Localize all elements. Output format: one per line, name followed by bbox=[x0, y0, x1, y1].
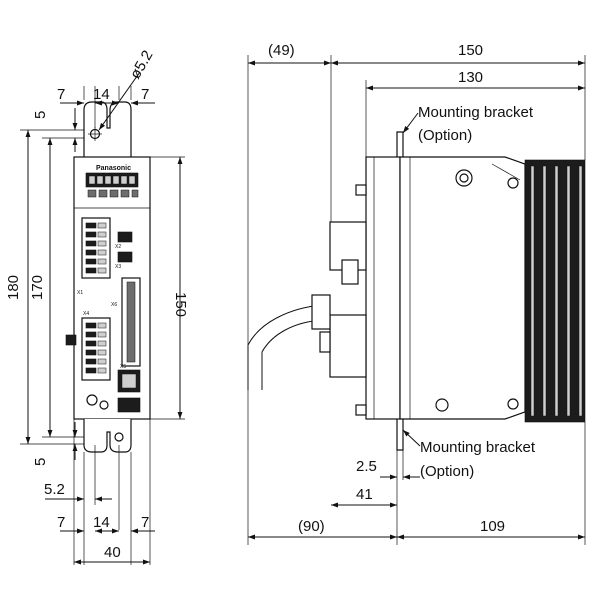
dim-hole-diameter: ø5.2 bbox=[127, 48, 157, 82]
dim-bottom-14: 14 bbox=[93, 514, 110, 531]
dim-top-7-right: 7 bbox=[141, 86, 149, 103]
dim-cable-90: (90) bbox=[298, 518, 325, 535]
port-label-x4: X4 bbox=[83, 311, 89, 317]
front-keypad bbox=[87, 189, 139, 198]
dim-top-7-left: 7 bbox=[57, 86, 65, 103]
side-front-panel bbox=[365, 156, 401, 420]
dim-height-180: 180 bbox=[5, 275, 22, 300]
dim-cable-49: (49) bbox=[268, 42, 295, 59]
label-top-bracket: Mounting bracket bbox=[418, 104, 534, 121]
bottom-hole-icon bbox=[114, 432, 124, 442]
dim-bracket-2-5: 2.5 bbox=[356, 458, 377, 475]
dim-front-height-150: 150 bbox=[172, 292, 189, 317]
port-label-x3: X3 bbox=[115, 264, 121, 270]
dim-depth-130: 130 bbox=[458, 69, 483, 86]
dim-depth-109: 109 bbox=[480, 518, 505, 535]
dim-bottom-5: 5 bbox=[32, 458, 49, 466]
bottom-bracket-shape bbox=[396, 419, 404, 451]
top-bracket-shape bbox=[396, 131, 404, 157]
top-mounting-tab bbox=[83, 101, 132, 158]
dim-top-14: 14 bbox=[93, 86, 110, 103]
connector-x4 bbox=[81, 317, 111, 381]
port-label-x2: X2 bbox=[115, 244, 121, 250]
side-housing bbox=[399, 156, 526, 420]
front-view: Panasonic bbox=[5, 48, 189, 565]
side-view: (49) 150 130 Mounting bracket (Option) M… bbox=[247, 42, 586, 545]
brand-label: Panasonic bbox=[96, 165, 131, 172]
label-bottom-bracket: Mounting bracket bbox=[420, 439, 536, 456]
label-bottom-option: (Option) bbox=[420, 463, 474, 480]
label-top-option: (Option) bbox=[418, 127, 472, 144]
dim-bottom-5-2: 5.2 bbox=[44, 481, 65, 498]
port-label-x5: X5 bbox=[120, 364, 126, 370]
connector-x1 bbox=[81, 217, 111, 279]
cable bbox=[247, 304, 323, 390]
heatsink-fins bbox=[524, 159, 586, 423]
dim-depth-150: 150 bbox=[458, 42, 483, 59]
display-digits bbox=[88, 175, 136, 185]
dim-bracket-41: 41 bbox=[356, 486, 373, 503]
dim-bottom-7-left: 7 bbox=[57, 514, 65, 531]
port-label-x6: X6 bbox=[111, 302, 117, 308]
dim-top-5: 5 bbox=[32, 111, 49, 119]
bottom-mounting-tab bbox=[83, 419, 132, 453]
port-label-x1: X1 bbox=[77, 290, 83, 296]
dim-width-40: 40 bbox=[104, 544, 121, 561]
side-lower-connector bbox=[329, 314, 367, 378]
dim-bottom-7-right: 7 bbox=[141, 514, 149, 531]
dim-height-170: 170 bbox=[29, 275, 46, 300]
